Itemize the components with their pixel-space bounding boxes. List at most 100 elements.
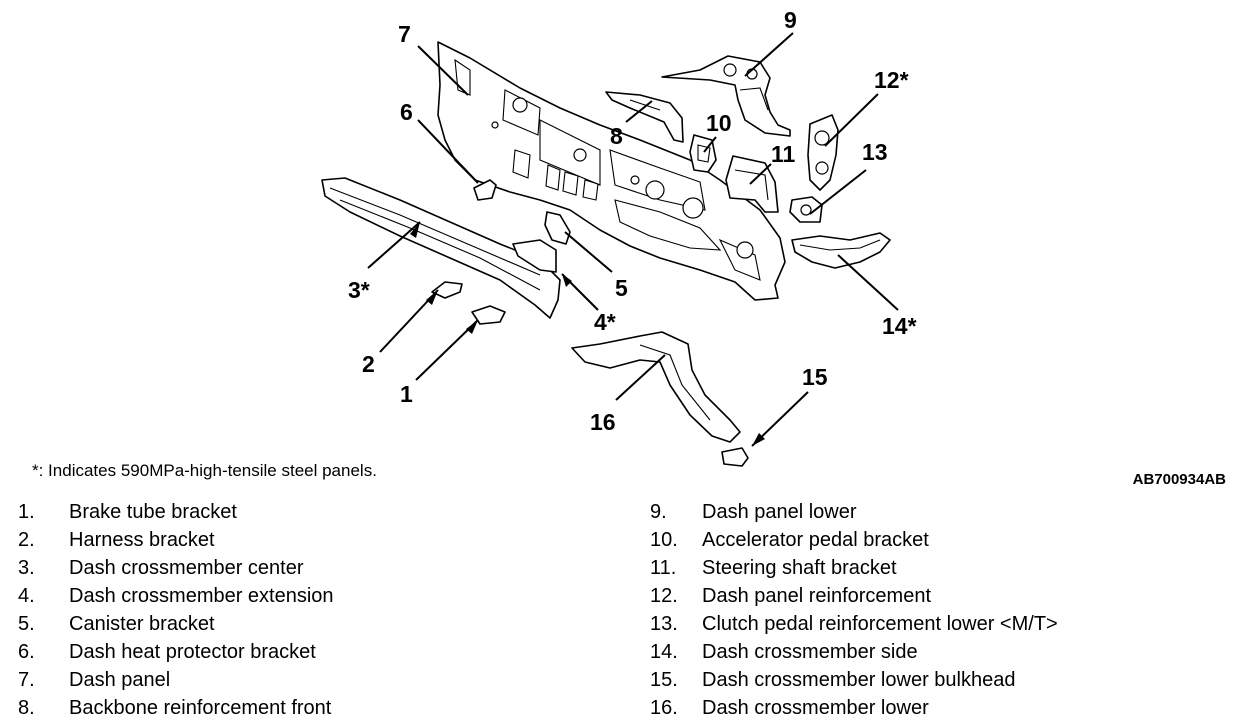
arrowhead-1: [466, 320, 478, 334]
legend-number: 9.: [650, 501, 667, 523]
part-dash-crossmember-extension: [512, 239, 557, 273]
callout-15: 15: [802, 364, 828, 390]
part-clutch-pedal-reinforcement: [789, 196, 823, 223]
legend-item: 5. Canister bracket: [18, 610, 334, 638]
legend-label: Dash crossmember extension: [69, 585, 334, 607]
legend-label: Backbone reinforcement front: [69, 697, 332, 719]
legend-item: 15. Dash crossmember lower bulkhead: [650, 666, 1058, 694]
part-canister-bracket: [544, 211, 571, 245]
legend-label: Dash panel reinforcement: [702, 585, 932, 607]
legend-label: Brake tube bracket: [69, 501, 237, 523]
leader-6: [417, 119, 479, 184]
callout-11: 11: [771, 141, 796, 167]
callout-10: 10: [706, 110, 732, 136]
legend-item: 10. Accelerator pedal bracket: [650, 526, 1058, 554]
legend-item: 16. Dash crossmember lower: [650, 694, 1058, 722]
callout-4: 4*: [594, 309, 616, 335]
legend-item: 8. Backbone reinforcement front: [18, 694, 334, 722]
callout-labels: 1 2 3* 4* 5 6 7 8 9 10 11 12* 13 14* 15 …: [348, 7, 917, 435]
legend-number: 7.: [18, 669, 35, 691]
legend-item: 14. Dash crossmember side: [650, 638, 1058, 666]
callout-1: 1: [400, 381, 413, 407]
arrowhead-3: [410, 222, 420, 238]
legend-number: 6.: [18, 641, 35, 663]
leader-3: [367, 221, 421, 269]
arrowhead-2: [426, 290, 438, 305]
leader-14: [837, 254, 899, 311]
legend-label: Dash crossmember lower: [702, 697, 929, 719]
legend-item: 1. Brake tube bracket: [18, 498, 334, 526]
legend-item: 6. Dash heat protector bracket: [18, 638, 334, 666]
legend-label: Dash crossmember side: [702, 641, 918, 663]
legend-label: Accelerator pedal bracket: [702, 529, 929, 551]
legend-label: Harness bracket: [69, 529, 215, 551]
legend-label: Dash crossmember center: [69, 557, 304, 579]
leader-arrowheads: [410, 222, 765, 446]
callout-7: 7: [398, 21, 411, 47]
legend-number: 5.: [18, 613, 35, 635]
leader-8: [625, 100, 653, 123]
leader-13: [809, 169, 867, 215]
legend-column-right: 9. Dash panel lower 10. Accelerator pedal …: [650, 498, 1058, 722]
part-dash-heat-protector-bracket: [473, 179, 497, 201]
legend-label: Dash crossmember lower bulkhead: [702, 669, 1016, 691]
legend-number: 14.: [650, 641, 678, 663]
part-dash-panel: [437, 41, 786, 301]
legend-label: Dash panel lower: [702, 501, 857, 523]
legend-label: Canister bracket: [69, 613, 215, 635]
callout-12: 12*: [874, 67, 909, 93]
legend-item: 2. Harness bracket: [18, 526, 334, 554]
callout-9: 9: [784, 7, 797, 33]
callout-14: 14*: [882, 313, 917, 339]
leader-9: [744, 32, 794, 77]
part-dash-crossmember-lower-bulkhead: [721, 447, 749, 467]
leader-10: [703, 136, 717, 153]
callout-2: 2: [362, 351, 375, 377]
legend-column-left: 1. Brake tube bracket 2. Harness bracket 3…: [18, 498, 334, 722]
legend-item: 12. Dash panel reinforcement: [650, 582, 1058, 610]
leader-12: [824, 93, 879, 147]
legend-number: 13.: [650, 613, 678, 635]
legend-number: 8.: [18, 697, 35, 719]
legend-number: 12.: [650, 585, 678, 607]
callout-5: 5: [615, 275, 628, 301]
legend-number: 2.: [18, 529, 35, 551]
part-dash-crossmember-lower: [571, 331, 741, 443]
figure-code: AB700934AB: [1132, 471, 1226, 488]
callout-16: 16: [590, 409, 616, 435]
legend-item: 9. Dash panel lower: [650, 498, 1058, 526]
leader-16: [615, 354, 666, 401]
legend-label: Dash panel: [69, 669, 171, 691]
part-dash-panel-lower: [661, 55, 791, 137]
callout-3: 3*: [348, 277, 370, 303]
legend-number: 11.: [650, 557, 677, 579]
leader-11: [749, 163, 772, 185]
leader-5: [564, 231, 613, 273]
legend-label: Dash heat protector bracket: [69, 641, 316, 663]
legend-number: 16.: [650, 697, 678, 719]
legend-item: 7. Dash panel: [18, 666, 334, 694]
arrowhead-4: [562, 274, 572, 287]
legend-number: 1.: [18, 501, 35, 523]
legend-number: 3.: [18, 557, 35, 579]
part-dash-crossmember-side: [791, 232, 891, 269]
legend-label: Steering shaft bracket: [702, 557, 897, 579]
part-brake-tube-bracket: [471, 305, 506, 325]
part-dash-panel-reinforcement: [807, 114, 839, 191]
arrowhead-15: [752, 433, 765, 446]
high-tensile-note: *: Indicates 590MPa-high-tensile steel p…: [32, 461, 377, 480]
legend-number: 10.: [650, 529, 678, 551]
legend-number: 15.: [650, 669, 678, 691]
legend-label: Clutch pedal reinforcement lower <M/T>: [702, 613, 1058, 635]
legend-item: 4. Dash crossmember extension: [18, 582, 334, 610]
callout-8: 8: [610, 123, 623, 149]
part-backbone-reinforcement-front: [605, 91, 684, 143]
leader-7: [417, 45, 469, 96]
callout-13: 13: [862, 139, 888, 165]
legend-number: 4.: [18, 585, 35, 607]
part-dash-crossmember-center: [321, 177, 561, 319]
legend-item: 13. Clutch pedal reinforcement lower <M/T…: [650, 610, 1058, 638]
legend-item: 3. Dash crossmember center: [18, 554, 334, 582]
part-harness-bracket: [431, 281, 463, 299]
